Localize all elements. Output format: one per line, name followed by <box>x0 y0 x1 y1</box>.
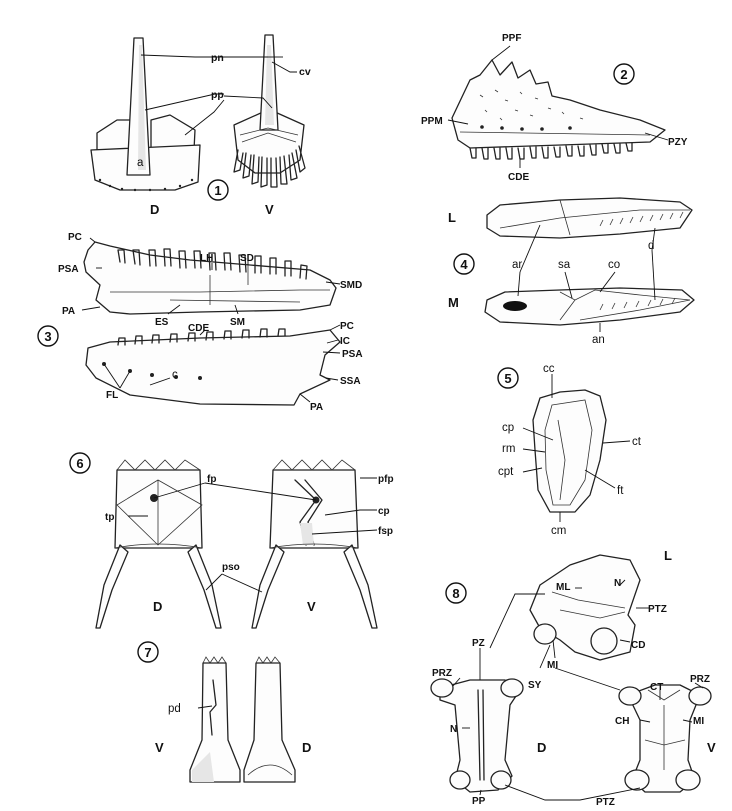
fig1-label-pn: pn <box>211 52 224 64</box>
fig5-label-cc: cc <box>543 363 555 375</box>
fig3-label-lh: LH <box>200 253 213 264</box>
figure-3-number: 3 <box>44 329 51 344</box>
fig7-view-v: V <box>155 740 164 755</box>
fig5-label-ft: ft <box>617 485 624 497</box>
figure-6-parabasisphenoid <box>96 460 377 628</box>
figure-5-quadrate <box>523 374 630 522</box>
fig1-view-v: V <box>265 202 274 217</box>
fig4-label-co: co <box>608 259 620 271</box>
fig3-label-pc-lower: PC <box>340 321 354 332</box>
premaxilla-ventral-drawing <box>234 35 305 187</box>
fig5-label-rm: rm <box>502 443 515 455</box>
fig6-label-pfp: pfp <box>378 474 394 485</box>
fig8-label-ml: ML <box>556 582 570 593</box>
fig5-label-cp: cp <box>502 422 514 434</box>
fig2-label-ppm: PPM <box>421 116 443 127</box>
fig3-label-cde: CDE <box>188 323 209 334</box>
fig1-view-d: D <box>150 202 159 217</box>
fig3-label-es: ES <box>155 317 169 328</box>
fig3-label-fl: FL <box>106 390 118 401</box>
fig8-label-mi-lateral: MI <box>547 660 558 671</box>
fig3-label-pa-upper: PA <box>62 306 75 317</box>
fig6-view-d: D <box>153 599 162 614</box>
fig8-label-prz-ventral: PRZ <box>690 674 710 685</box>
fig8-label-pz: PZ <box>472 638 485 649</box>
fig6-label-fp: fp <box>207 474 216 485</box>
fig3-label-c: c <box>172 369 178 381</box>
fig8-label-n-dorsal: N <box>450 724 457 735</box>
fig8-label-cd: CD <box>631 640 645 651</box>
fig6-label-fsp: fsp <box>378 526 393 537</box>
fig4-label-ar: ar <box>512 259 522 271</box>
fig3-label-psa-upper: PSA <box>58 264 79 275</box>
fig5-label-cpt: cpt <box>498 466 514 478</box>
fig8-label-prz-dorsal: PRZ <box>432 668 452 679</box>
fig6-view-v: V <box>307 599 316 614</box>
fig8-label-ch: CH <box>615 716 629 727</box>
figure-1-number: 1 <box>214 183 221 198</box>
fig8-view-d: D <box>537 740 546 755</box>
fig8-label-mi-ventral: MI <box>693 716 704 727</box>
fig4-view-l: L <box>448 210 456 225</box>
fig3-label-sd: SD <box>240 253 254 264</box>
fig4-label-an: an <box>592 334 605 346</box>
figure-2-maxilla <box>448 46 668 168</box>
fig2-label-ppf: PPF <box>502 33 521 44</box>
fig4-view-m: M <box>448 295 459 310</box>
fig8-label-n-lateral: N <box>614 578 621 589</box>
fig7-label-pd: pd <box>168 703 181 715</box>
figure-8-number: 8 <box>452 586 459 601</box>
fig6-label-tp: tp <box>105 512 114 523</box>
fig1-label-a: a <box>137 157 144 169</box>
figure-7-number: 7 <box>144 645 151 660</box>
figure-2-number: 2 <box>620 67 627 82</box>
fig6-label-cp: cp <box>378 506 390 517</box>
fig5-label-cm: cm <box>551 525 566 537</box>
fig1-label-cv: cv <box>299 66 311 78</box>
fig3-label-sm: SM <box>230 317 245 328</box>
fig8-label-ct: CT <box>650 682 663 693</box>
fig3-label-ssa: SSA <box>340 376 361 387</box>
fig6-label-pso: pso <box>222 562 240 573</box>
figure-7-stapes <box>190 657 295 782</box>
fig8-label-pp: PP <box>472 796 486 807</box>
figure-6-number: 6 <box>76 456 83 471</box>
fig8-label-ptz-lower: PTZ <box>596 797 615 808</box>
figure-1-premaxilla <box>91 35 305 191</box>
premaxilla-dorsal-drawing <box>91 38 200 191</box>
fig7-view-d: D <box>302 740 311 755</box>
fig3-label-ic: IC <box>340 336 350 347</box>
fig3-label-pc-upper: PC <box>68 232 82 243</box>
fig3-label-pa-lower: PA <box>310 402 323 413</box>
fig8-label-ptz-upper: PTZ <box>648 604 667 615</box>
figure-8-vertebra <box>431 555 711 800</box>
fig3-label-psa-lower: PSA <box>342 349 363 360</box>
fig8-label-sy: SY <box>528 680 542 691</box>
fig8-view-l: L <box>664 548 672 563</box>
figure-4-number: 4 <box>460 257 468 272</box>
adductor-fossa-mark <box>503 301 527 311</box>
fig1-label-pp: pp <box>211 89 224 101</box>
fig3-label-smd: SMD <box>340 280 362 291</box>
fig2-label-pzy: PZY <box>668 137 688 148</box>
fig2-label-cde: CDE <box>508 172 529 183</box>
fig8-view-v: V <box>707 740 716 755</box>
fig4-label-sa: sa <box>558 259 571 271</box>
fig5-label-ct: ct <box>632 436 642 448</box>
fig4-label-d: d <box>648 240 654 252</box>
figure-5-number: 5 <box>504 371 511 386</box>
